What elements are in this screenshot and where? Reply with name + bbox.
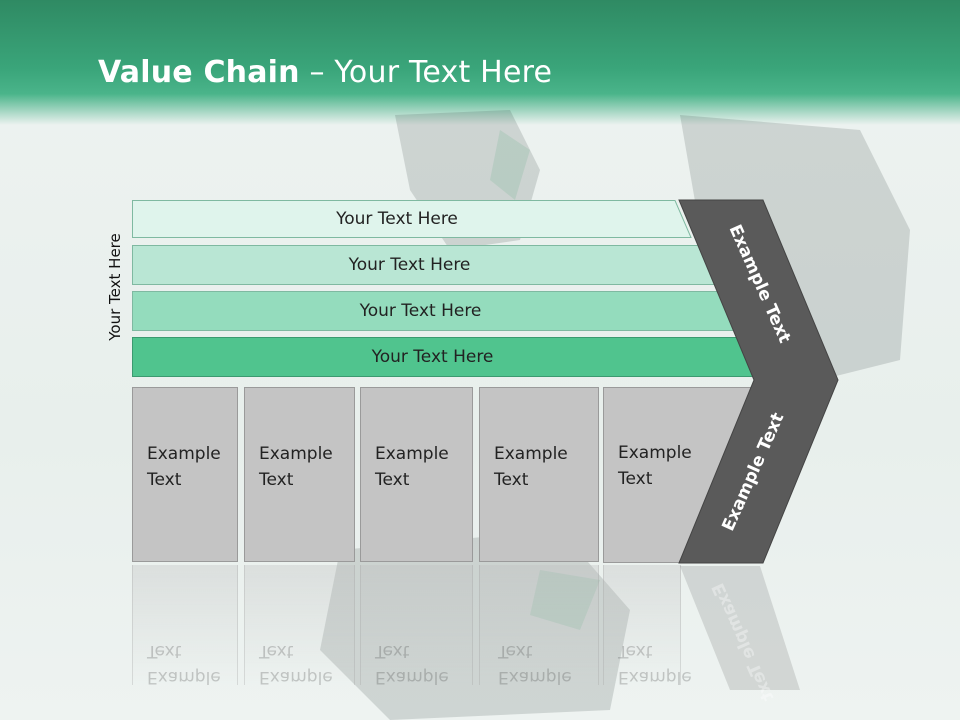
- side-label: Your Text Here: [106, 233, 124, 341]
- row-2-label: Your Text Here: [348, 255, 471, 275]
- title-rest: – Your Text Here: [299, 55, 553, 90]
- reflection-4: [479, 565, 599, 685]
- row-2: Your Text Here: [132, 245, 717, 285]
- box-2-line1: Example: [259, 444, 333, 464]
- row-1: Your Text Here: [132, 200, 692, 238]
- reflection-text-2: Example Text: [259, 638, 333, 690]
- header-band: [0, 0, 960, 125]
- reflection-3: [360, 565, 473, 685]
- refl-2-line1: Example: [259, 667, 333, 687]
- refl-2-line2: Text: [259, 641, 294, 661]
- reflection-text-4: Example Text: [498, 638, 572, 690]
- page-title: Value Chain – Your Text Here: [98, 55, 552, 90]
- refl-5-line1: Example: [618, 667, 692, 687]
- row-1-label: Your Text Here: [336, 209, 458, 229]
- title-bold: Value Chain: [98, 55, 300, 90]
- refl-1-line1: Example: [147, 667, 221, 687]
- refl-3-line1: Example: [375, 667, 449, 687]
- reflection-text-1: Example Text: [147, 638, 221, 690]
- reflection-1: [132, 565, 238, 685]
- row-4: Your Text Here: [132, 337, 763, 377]
- box-4-line1: Example: [494, 444, 568, 464]
- box-5-line2: Text: [618, 469, 653, 489]
- refl-4-line2: Text: [498, 641, 533, 661]
- refl-4-line1: Example: [498, 667, 572, 687]
- row-4-label: Your Text Here: [371, 347, 494, 367]
- box-5-line1: Example: [618, 443, 692, 463]
- box-1-line2: Text: [147, 470, 182, 490]
- refl-3-line2: Text: [375, 641, 410, 661]
- reflection-5: [603, 565, 681, 685]
- box-1-line1: Example: [147, 444, 221, 464]
- box-3-line1: Example: [375, 444, 449, 464]
- refl-1-line2: Text: [147, 641, 182, 661]
- reflection-2: [244, 565, 355, 685]
- reflection-text-3: Example Text: [375, 638, 449, 690]
- box-3-line2: Text: [375, 470, 410, 490]
- row-3: Your Text Here: [132, 291, 739, 331]
- box-4-line2: Text: [494, 470, 529, 490]
- reflection-text-5: Example Text: [618, 638, 692, 690]
- activity-box-5: Example Text: [618, 440, 692, 492]
- box-2-line2: Text: [259, 470, 294, 490]
- refl-5-line2: Text: [618, 641, 653, 661]
- row-3-label: Your Text Here: [359, 301, 482, 321]
